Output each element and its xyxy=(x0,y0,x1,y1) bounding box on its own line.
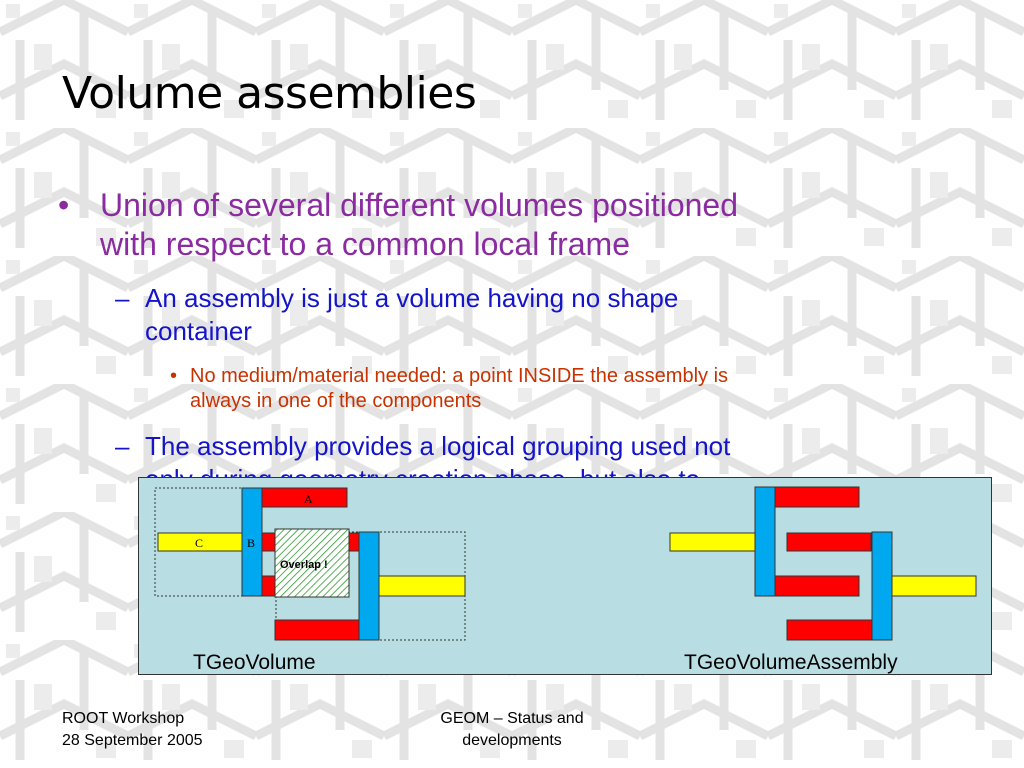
red-bar-bottom xyxy=(274,619,361,641)
bullet-level2a-line2: container xyxy=(145,316,252,346)
label-b: B xyxy=(247,536,255,550)
footer-left: ROOT Workshop 28 September 2005 xyxy=(62,708,203,752)
bullet-level1: • Union of several different volumes pos… xyxy=(58,186,738,264)
caption-tgeovolume: TGeoVolume xyxy=(193,651,316,674)
red-stub-overlap-right xyxy=(348,532,361,552)
volume-b-blue-bar xyxy=(241,487,263,597)
label-a: A xyxy=(304,492,313,506)
assembly-blue-left xyxy=(754,486,776,597)
footer-workshop: ROOT Workshop xyxy=(62,710,185,727)
bullet-level2-assembly: – An assembly is just a volume having no… xyxy=(115,282,679,348)
slide-title: Volume assemblies xyxy=(62,68,477,119)
bullet-level2a-line1: An assembly is just a volume having no s… xyxy=(145,283,679,313)
bullet-dot-small: • xyxy=(170,365,178,387)
bullet-dot: • xyxy=(58,187,70,223)
dash-mark: – xyxy=(115,431,130,461)
dash-mark: – xyxy=(115,283,130,313)
red-stub-upper xyxy=(261,532,277,552)
bullet-level1-line1: Union of several different volumes posit… xyxy=(100,187,738,223)
bullet-level1-line2: with respect to a common local frame xyxy=(100,226,630,262)
red-stub-lower xyxy=(261,575,277,597)
bullet-level2b-line1: The assembly provides a logical grouping… xyxy=(145,431,731,461)
bullet-level3: • No medium/material needed: a point INS… xyxy=(170,364,729,414)
assembly-blue-right xyxy=(871,531,893,641)
assembly-red-mid-lower xyxy=(774,575,860,597)
assembly-yellow-left xyxy=(669,532,756,552)
yellow-bar-right xyxy=(378,575,466,597)
assembly-red-top xyxy=(774,486,860,508)
footer-date: 28 September 2005 xyxy=(62,732,203,749)
overlap-region xyxy=(274,528,350,598)
tgeovolume-diagram: A B C Overlap ! TGeoVolume xyxy=(154,487,466,674)
footer-talk-title-line1: GEOM – Status and xyxy=(440,710,584,727)
assembly-diagram: A B C Overlap ! TGeoVolume TGeoVolumeAss… xyxy=(138,477,992,675)
bullet-level3-line2: always in one of the components xyxy=(190,390,482,412)
assembly-yellow-right xyxy=(891,575,977,597)
footer-center: GEOM – Status and developments xyxy=(400,708,624,752)
bullet-level3-line1: No medium/material needed: a point INSID… xyxy=(190,365,729,387)
assembly-red-bottom xyxy=(786,619,873,641)
tgeovolumeassembly-diagram: TGeoVolumeAssembly xyxy=(669,486,977,674)
label-c: C xyxy=(195,536,203,550)
blue-bar-right xyxy=(358,531,380,641)
overlap-label: Overlap ! xyxy=(280,559,328,571)
footer-talk-title-line2: developments xyxy=(462,732,562,749)
assembly-red-mid-upper xyxy=(786,532,872,552)
caption-tgeovolumeassembly: TGeoVolumeAssembly xyxy=(684,651,898,674)
